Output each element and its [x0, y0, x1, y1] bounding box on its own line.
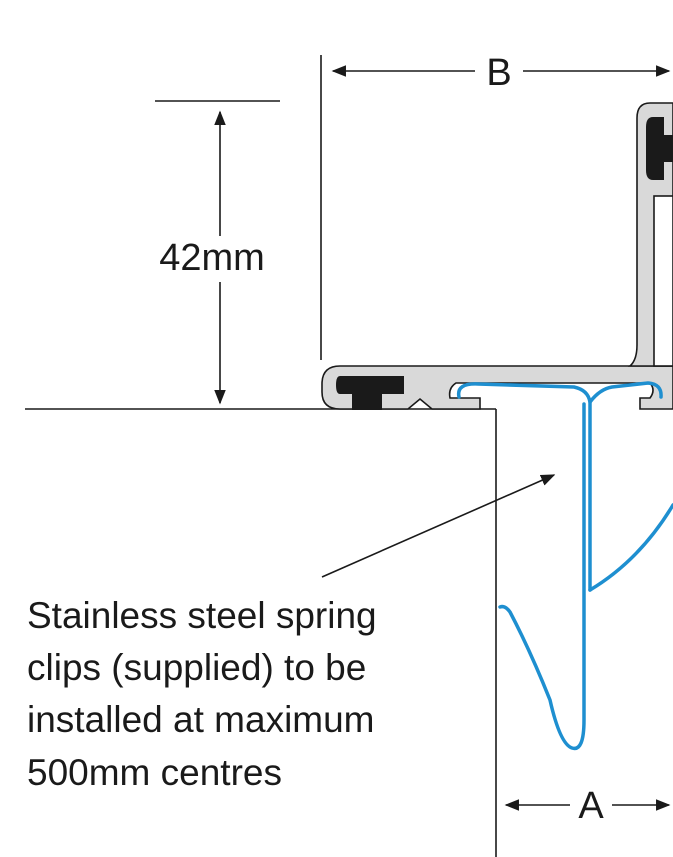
- gasket-base: [336, 376, 404, 410]
- note-line-4: 500mm centres: [27, 752, 282, 793]
- spring-clip: [456, 381, 673, 751]
- note-line-1: Stainless steel spring: [27, 595, 377, 636]
- aluminium-profile: [321, 102, 673, 410]
- gasket-upright: [646, 117, 673, 180]
- clip-note: Stainless steel spring clips (supplied) …: [27, 595, 377, 793]
- profile-base: [321, 365, 673, 410]
- note-line-3: installed at maximum: [27, 699, 375, 740]
- width-dimension-bottom: A: [504, 785, 671, 827]
- spring-clip-right-leg: [588, 503, 673, 592]
- height-label: 42mm: [159, 237, 265, 279]
- note-line-2: clips (supplied) to be: [27, 647, 366, 688]
- profile-cavity: [653, 195, 673, 367]
- height-dimension: 42mm: [155, 100, 280, 405]
- width-b-label: B: [486, 52, 511, 94]
- substrate-outline: [25, 408, 497, 857]
- width-dimension-top: B: [320, 52, 671, 360]
- spring-clip-top: [456, 381, 663, 404]
- spring-clip-left-leg: [498, 402, 586, 751]
- width-a-label: A: [578, 785, 604, 827]
- note-leader-line: [321, 474, 556, 578]
